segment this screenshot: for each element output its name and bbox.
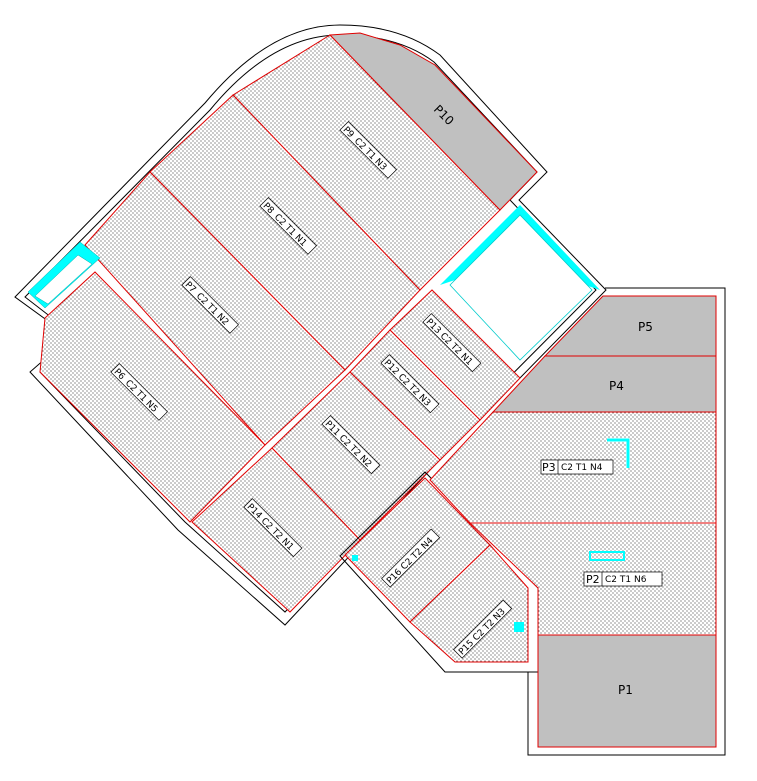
label-P1: P1: [618, 683, 633, 697]
panel-P1[interactable]: [537, 634, 717, 748]
cyan-mark-P2: [589, 551, 625, 561]
right-wing-outline: [527, 287, 726, 756]
panel-P4[interactable]: [491, 355, 717, 413]
label-P4: P4: [609, 379, 624, 393]
panel-P10[interactable]: [328, 32, 538, 211]
tag-P2: P2 C2 T1 N6: [583, 571, 663, 587]
left-wing-outer-outline: [14, 24, 607, 626]
panel-P15[interactable]: [409, 544, 529, 663]
tag-P3: P3 C2 T1 N4: [540, 459, 614, 475]
label-P5: P5: [638, 320, 653, 334]
tag-P2-id: P2: [586, 573, 600, 586]
cyan-mark-P3: [607, 438, 630, 468]
open-void: [449, 214, 593, 361]
tag-P3-code: C2 T1 N4: [561, 463, 603, 473]
tag-P2-code: C2 T1 N6: [605, 575, 647, 585]
cyan-wedge-left-inner: [34, 254, 93, 305]
cyan-small-2: [514, 622, 524, 632]
cyan-small-1: [352, 555, 358, 561]
tag-P3-id: P3: [542, 461, 556, 474]
